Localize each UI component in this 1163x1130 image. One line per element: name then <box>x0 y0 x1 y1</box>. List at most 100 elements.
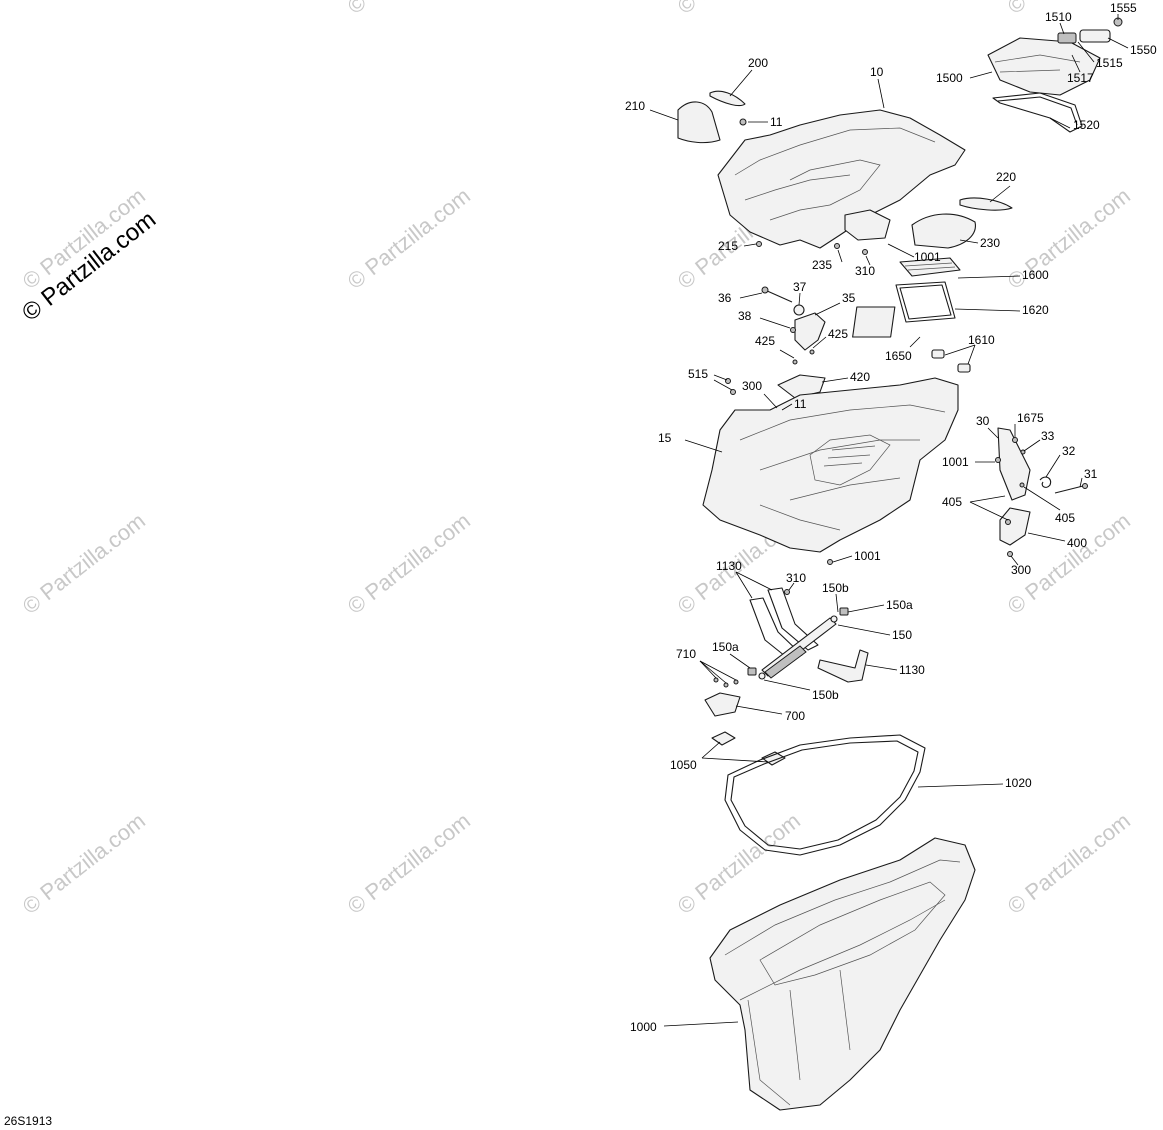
callout-1510: 1510 <box>1045 10 1072 24</box>
callout-425-right: 425 <box>828 327 848 341</box>
diagram-code: 26S1913 <box>4 1114 53 1128</box>
callout-32: 32 <box>1062 444 1076 458</box>
callout-235: 235 <box>812 258 832 272</box>
part-1050-a <box>711 731 736 746</box>
part-15-storage-tray <box>702 377 959 553</box>
callout-300-top: 300 <box>742 379 762 393</box>
callout-210: 210 <box>625 99 645 113</box>
part-150a-bottom <box>747 667 757 676</box>
part-200 <box>709 90 746 107</box>
callout-1550: 1550 <box>1130 43 1157 57</box>
watermark: © Partzilla.com <box>18 508 150 619</box>
watermark: © Partzilla.com <box>343 508 475 619</box>
callout-1515: 1515 <box>1096 56 1123 70</box>
callout-11-mid: 11 <box>794 397 807 411</box>
watermark: © Partzilla.com <box>673 0 805 19</box>
callout-1001-low: 1001 <box>854 549 881 563</box>
callout-1001-top: 1001 <box>914 250 941 264</box>
part-1550 <box>1079 29 1111 43</box>
watermark: © Partzilla.com <box>18 808 150 919</box>
callout-310-low: 310 <box>786 571 806 585</box>
callout-1050: 1050 <box>670 758 697 772</box>
callout-300-low: 300 <box>1011 563 1031 577</box>
callout-1650: 1650 <box>885 349 912 363</box>
callout-37: 37 <box>793 280 807 294</box>
callout-1500: 1500 <box>936 71 963 85</box>
part-1520-seal <box>992 92 1083 133</box>
part-36 <box>764 289 793 303</box>
callout-150: 150 <box>892 628 912 642</box>
callout-11-top: 11 <box>770 115 783 129</box>
part-700 <box>704 692 741 717</box>
callout-31: 31 <box>1084 467 1098 481</box>
part-1000-storage-bin <box>709 837 976 1111</box>
callout-1620: 1620 <box>1022 303 1049 317</box>
callout-200: 200 <box>748 56 768 70</box>
watermark: © Partzilla.com <box>343 808 475 919</box>
callout-215: 215 <box>718 239 738 253</box>
callout-33: 33 <box>1041 429 1055 443</box>
callout-220: 220 <box>996 170 1016 184</box>
callout-1610: 1610 <box>968 333 995 347</box>
callout-30: 30 <box>976 414 990 428</box>
callout-400: 400 <box>1067 536 1087 550</box>
callout-700: 700 <box>785 709 805 723</box>
watermark: © Partzilla.com <box>1003 808 1135 919</box>
part-32 <box>1039 476 1052 488</box>
part-1610-b <box>957 363 971 373</box>
callout-1520: 1520 <box>1073 118 1100 132</box>
part-1510 <box>1057 32 1077 44</box>
callout-10: 10 <box>870 65 884 79</box>
watermark: © Partzilla.com <box>343 0 475 19</box>
part-1620 <box>895 281 956 323</box>
part-230 <box>911 213 976 249</box>
callout-230: 230 <box>980 236 1000 250</box>
part-1610-a <box>931 349 945 359</box>
callout-1130-low: 1130 <box>899 663 925 677</box>
part-35 <box>794 312 826 351</box>
part-1600 <box>899 257 961 277</box>
callout-labels: 1555 1510 1550 1515 1517 1500 1520 200 1… <box>625 1 1157 1034</box>
callout-1600: 1600 <box>1022 268 1049 282</box>
callout-1675: 1675 <box>1017 411 1044 425</box>
callout-420: 420 <box>850 370 870 384</box>
callout-38: 38 <box>738 309 752 323</box>
part-37 <box>793 304 805 316</box>
part-210 <box>677 101 721 144</box>
callout-36: 36 <box>718 291 732 305</box>
callout-35: 35 <box>842 291 856 305</box>
callout-1517: 1517 <box>1067 71 1094 85</box>
callout-150a-low: 150a <box>712 640 739 654</box>
part-150a-top <box>839 607 849 616</box>
part-1650 <box>852 306 896 338</box>
part-400 <box>999 507 1031 546</box>
callout-710: 710 <box>676 647 696 661</box>
watermark: © Partzilla.com <box>343 183 475 294</box>
callout-1001-mid: 1001 <box>942 455 969 469</box>
callout-310-top: 310 <box>855 264 875 278</box>
callout-1130-top: 1130 <box>716 559 742 573</box>
callout-15: 15 <box>658 431 672 445</box>
part-220 <box>959 197 1013 211</box>
part-420 <box>777 374 826 399</box>
part-1001-bracket <box>844 209 891 241</box>
callout-405-left: 405 <box>942 495 962 509</box>
callout-1000: 1000 <box>630 1020 657 1034</box>
part-10-upper-body <box>717 109 966 249</box>
callout-405-right: 405 <box>1055 511 1075 525</box>
leader-lines <box>649 14 1129 1027</box>
callout-150b-low: 150b <box>812 688 839 702</box>
part-1020-seal <box>724 734 926 856</box>
callout-1020: 1020 <box>1005 776 1032 790</box>
parts-drawings <box>677 17 1123 1111</box>
callout-425-left: 425 <box>755 334 775 348</box>
callout-1555: 1555 <box>1110 1 1137 15</box>
callout-150b-top: 150b <box>822 581 849 595</box>
callout-515: 515 <box>688 367 708 381</box>
part-31 <box>1054 485 1084 494</box>
part-1500-cover <box>987 37 1101 96</box>
part-1130-right <box>817 649 869 683</box>
callout-150a-top: 150a <box>886 598 913 612</box>
part-30 <box>997 427 1031 501</box>
